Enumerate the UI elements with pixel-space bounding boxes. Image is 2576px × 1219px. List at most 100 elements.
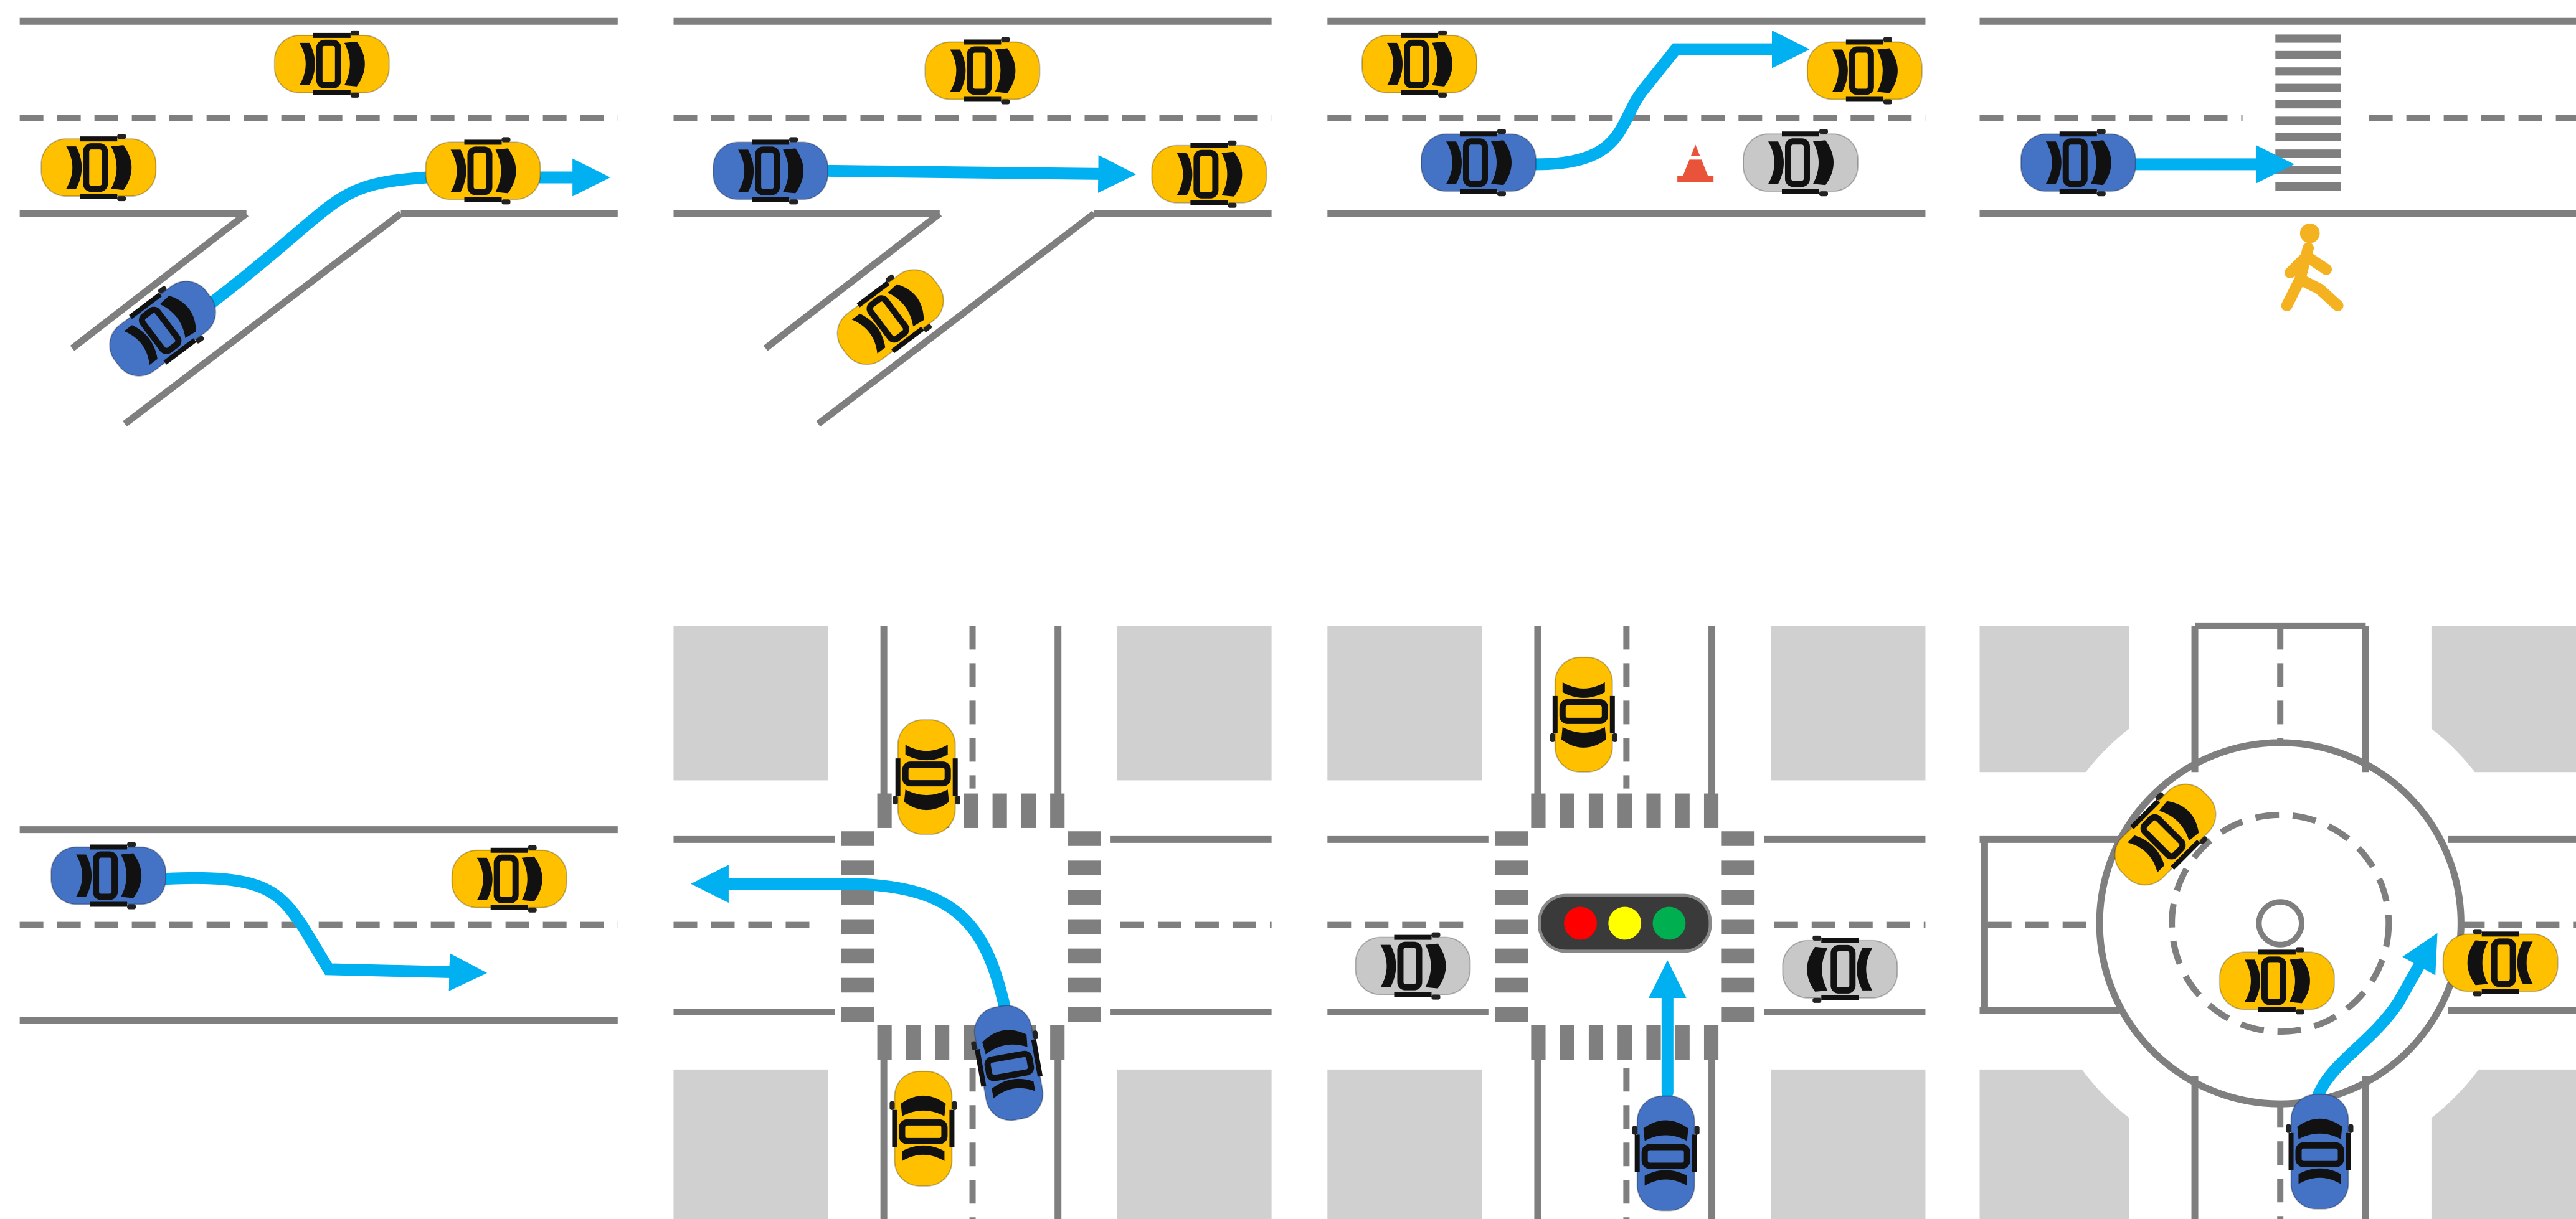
npc-car-icon	[273, 30, 390, 98]
road-edge	[816, 210, 1097, 427]
side-window	[90, 844, 128, 850]
windshield	[121, 853, 142, 898]
crosswalk-stripe	[1675, 793, 1690, 828]
mirror	[2295, 947, 2304, 953]
mirror	[2096, 129, 2106, 134]
car-roof	[1559, 699, 1608, 724]
side-window	[1781, 189, 1819, 194]
ego-car-icon	[108, 280, 217, 377]
road-edge	[763, 210, 942, 351]
mirror	[1497, 129, 1506, 134]
windshield	[995, 48, 1016, 93]
crosswalk-stripe	[1068, 948, 1101, 964]
car-roof	[1830, 944, 1856, 994]
npc-car-icon	[451, 845, 567, 913]
crosswalk-stripe	[1068, 831, 1101, 846]
side-window	[975, 1049, 987, 1087]
mirror	[117, 134, 126, 139]
side-window	[2059, 189, 2097, 194]
rear-window	[1387, 42, 1403, 85]
car-roof	[2140, 814, 2186, 860]
mirror	[1694, 1126, 1700, 1135]
side-window	[1190, 143, 1228, 148]
scene-merge	[19, 17, 618, 427]
crosswalk-stripe	[1068, 1007, 1101, 1022]
city-block	[673, 1069, 828, 1219]
windshield	[2297, 1118, 2342, 1139]
windshield	[1490, 140, 1512, 186]
mirror	[2155, 792, 2164, 801]
scene-ramp-yield	[673, 17, 1272, 427]
npc-car-icon	[889, 1070, 957, 1187]
city-block	[1771, 626, 1926, 781]
side-window	[2481, 989, 2519, 994]
side-window	[856, 281, 890, 308]
side-window	[2059, 131, 2097, 137]
side-window	[964, 39, 1002, 45]
car-roof	[2295, 1142, 2344, 1167]
side-window	[129, 292, 162, 319]
side-window	[313, 90, 351, 95]
city-block	[1327, 1069, 1482, 1219]
side-window	[2171, 840, 2201, 870]
side-window	[964, 96, 1002, 102]
mirror	[1883, 99, 1892, 105]
rear-window	[450, 149, 466, 192]
side-window	[1781, 131, 1819, 137]
path-arrow-icon	[691, 865, 1011, 1017]
ego-car-icon	[1632, 1095, 1700, 1212]
crosswalk-stripe	[1617, 1025, 1632, 1060]
city-block	[1979, 626, 2129, 773]
windshield	[1812, 140, 1834, 186]
mirror	[2199, 836, 2208, 845]
rear-window	[950, 49, 966, 92]
side-window	[90, 901, 128, 907]
crosswalk-stripe	[2275, 149, 2341, 158]
cone-base	[1677, 176, 1714, 182]
path-arrow-icon	[158, 872, 488, 991]
crosswalk-stripe	[877, 793, 892, 828]
ego-car-icon	[50, 842, 167, 910]
npc-car-icon	[2114, 783, 2217, 886]
npc-car-icon	[2442, 929, 2559, 997]
car-roof	[1641, 1144, 1690, 1169]
side-window	[80, 194, 118, 199]
side-window	[2346, 1132, 2351, 1170]
crosswalk-stripe	[1050, 793, 1065, 828]
crosswalk-stripe	[841, 831, 874, 846]
windshield	[1807, 946, 1828, 992]
mirror	[2286, 1124, 2291, 1133]
road-edge	[70, 210, 249, 351]
crosswalk-stripe	[1721, 860, 1755, 875]
side-window	[464, 139, 502, 145]
mirror	[158, 286, 167, 294]
crosswalk-stripe	[992, 793, 1007, 828]
crosswalk-stripe	[841, 860, 874, 875]
rear-window	[1832, 49, 1848, 92]
mirror	[1431, 994, 1441, 1000]
npc-car-icon	[836, 269, 944, 365]
mirror	[1438, 30, 1447, 35]
windshield	[2159, 801, 2199, 841]
crosswalk-stripe	[2275, 116, 2341, 125]
crosswalk-stripe	[1646, 1025, 1661, 1060]
side-window	[895, 758, 901, 796]
windshield	[901, 1095, 946, 1116]
mirror	[501, 199, 511, 205]
path-arrow-icon	[823, 154, 1137, 193]
crosswalk-stripe	[964, 793, 978, 828]
crosswalk-stripe	[1068, 890, 1101, 905]
rear-window	[2244, 959, 2260, 1002]
car-roof	[2261, 956, 2286, 1005]
car-roof	[493, 854, 519, 903]
windshield	[2467, 940, 2488, 986]
car-roof	[866, 295, 909, 343]
crosswalk-stripe	[1560, 793, 1574, 828]
side-window	[752, 139, 790, 145]
scene-roundabout	[1979, 622, 2576, 1219]
crosswalk-stripe	[1646, 793, 1661, 828]
side-window	[464, 197, 502, 202]
rear-window	[905, 745, 948, 761]
side-window	[891, 326, 924, 354]
